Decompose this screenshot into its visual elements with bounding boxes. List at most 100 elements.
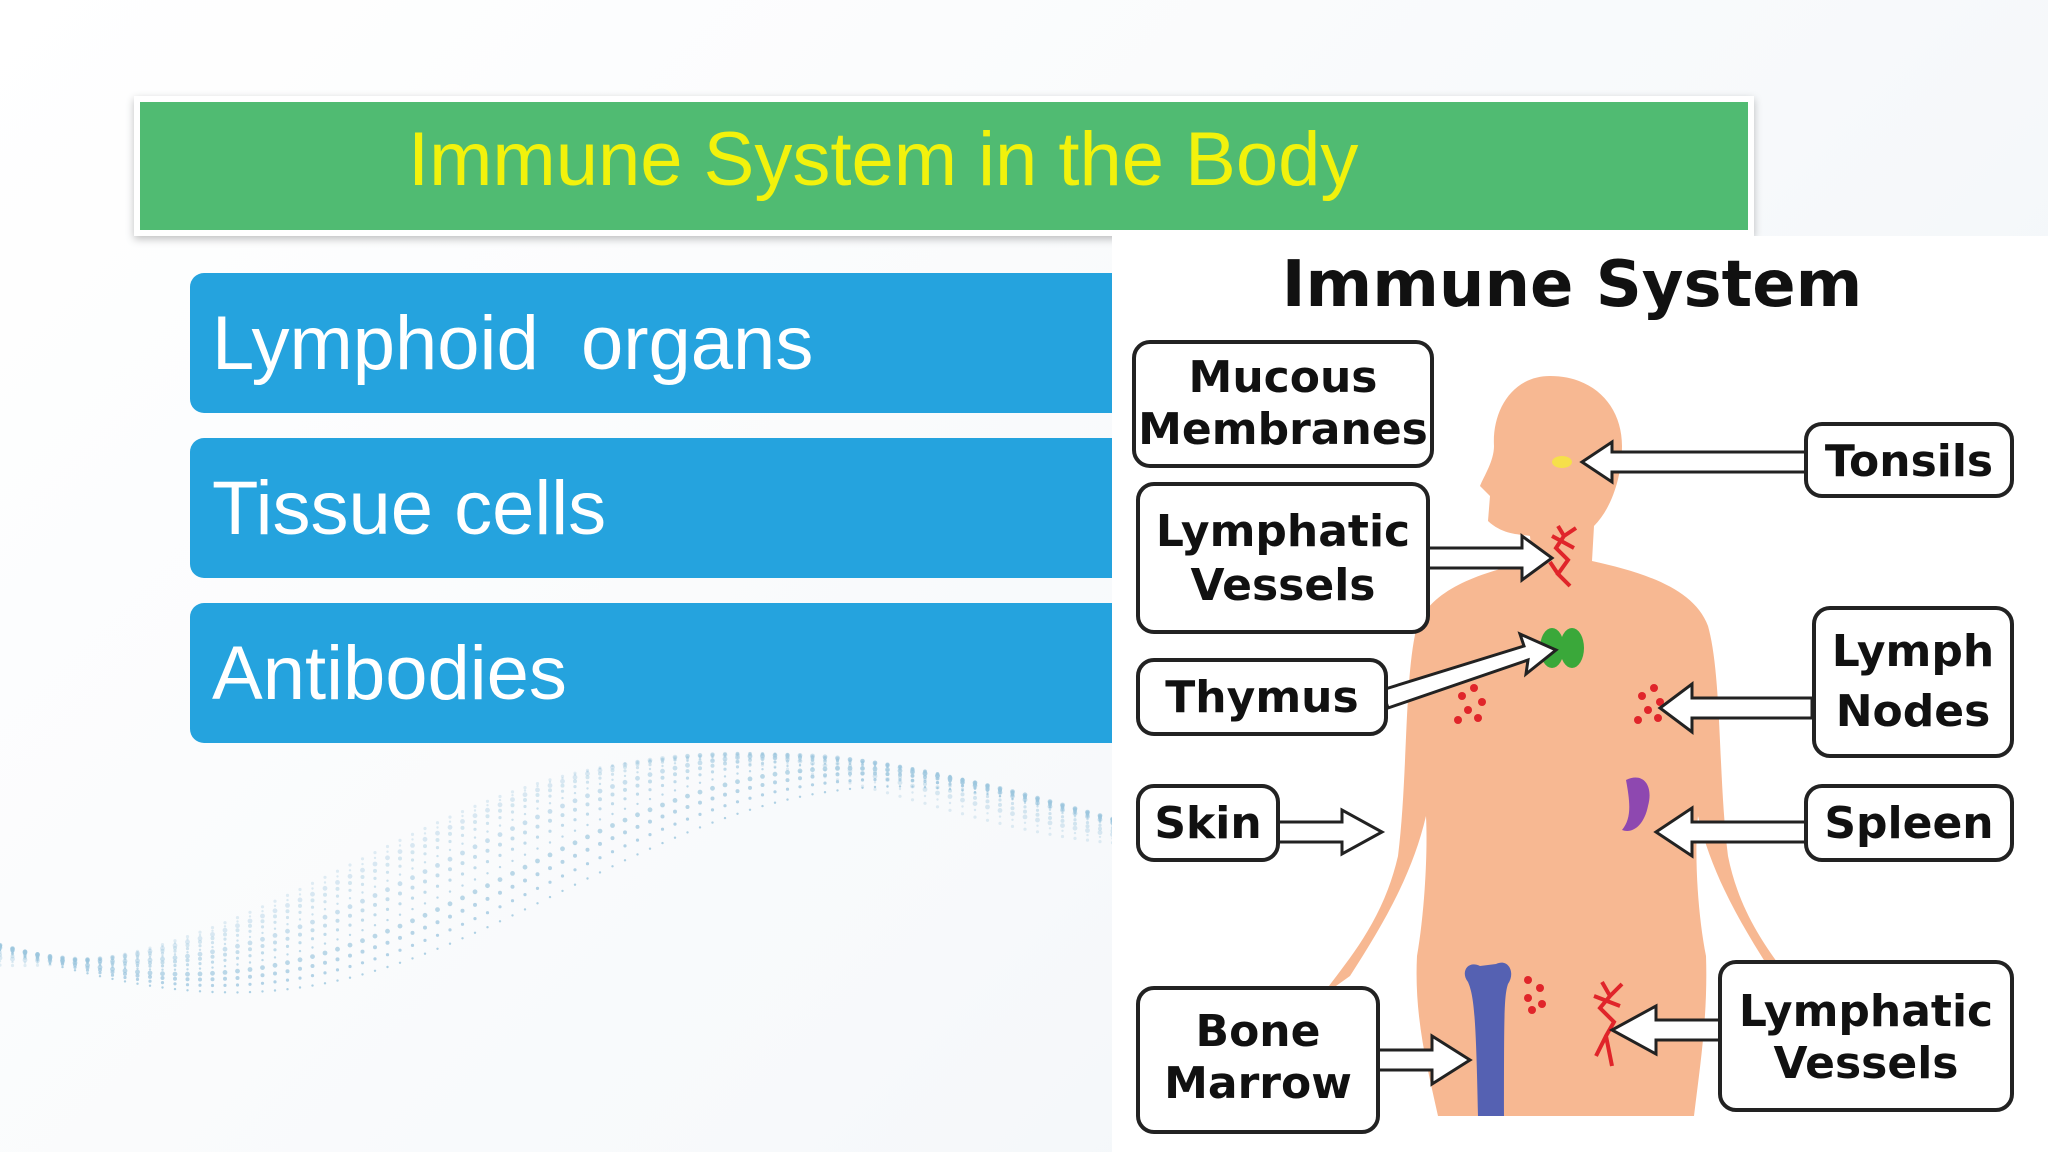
- background-dot: [860, 766, 865, 771]
- background-dot: [398, 856, 402, 861]
- background-dot: [860, 770, 865, 776]
- background-dot: [235, 933, 240, 937]
- background-dot: [773, 801, 777, 804]
- background-dot: [698, 826, 702, 829]
- background-dot: [448, 839, 452, 844]
- background-dot: [298, 932, 302, 937]
- background-dot: [773, 752, 777, 756]
- background-dot: [836, 789, 839, 792]
- background-dot: [373, 924, 377, 927]
- background-dot: [373, 885, 377, 888]
- background-dot: [22, 950, 28, 955]
- background-dot: [198, 977, 202, 982]
- background-dot: [748, 758, 752, 762]
- background-dot: [285, 903, 290, 908]
- background-dot: [297, 924, 303, 930]
- background-dot: [785, 757, 790, 762]
- background-dot: [861, 786, 864, 789]
- background-dot: [397, 881, 403, 887]
- background-dot: [136, 982, 139, 985]
- background-dot: [910, 774, 915, 778]
- background-dot: [872, 773, 878, 779]
- background-dot: [772, 755, 778, 761]
- background-dot: [735, 751, 740, 756]
- background-dot: [598, 771, 602, 776]
- background-dot: [298, 903, 302, 908]
- background-dot: [411, 957, 414, 960]
- background-dot: [835, 758, 840, 763]
- background-dot: [723, 792, 727, 797]
- background-dot: [498, 798, 502, 802]
- background-dot: [448, 848, 452, 852]
- background-dot: [898, 778, 902, 782]
- background-dot: [473, 836, 477, 839]
- background-dot: [535, 872, 540, 877]
- background-dot: [648, 758, 652, 762]
- background-dot: [598, 807, 602, 811]
- figure-title: Immune System: [1282, 248, 1863, 322]
- background-dot: [197, 951, 203, 957]
- background-dot: [310, 891, 315, 897]
- background-dot: [635, 775, 640, 781]
- background-dot: [385, 907, 390, 911]
- background-dot: [10, 947, 15, 953]
- background-dot: [723, 761, 727, 766]
- background-dot: [948, 788, 952, 793]
- background-dot: [798, 755, 802, 760]
- label-lymphatic-lower-line2: Vessels: [1774, 1038, 1959, 1089]
- background-dot: [523, 878, 527, 883]
- background-dot: [860, 763, 865, 767]
- background-dot: [197, 936, 203, 941]
- background-dot: [236, 920, 239, 923]
- background-dot: [798, 776, 802, 781]
- background-dot: [10, 963, 15, 968]
- dotted-wave-decoration: [0, 751, 1115, 994]
- background-dot: [236, 991, 239, 994]
- background-dot: [972, 801, 978, 806]
- background-dot: [348, 863, 352, 867]
- background-dot: [1073, 818, 1077, 822]
- background-dot: [272, 962, 278, 968]
- background-dot: [1035, 812, 1040, 817]
- background-dot: [222, 927, 228, 933]
- background-dot: [523, 786, 527, 790]
- background-dot: [260, 925, 265, 929]
- background-dot: [348, 923, 352, 927]
- background-dot: [298, 949, 302, 953]
- background-dot: [98, 957, 102, 961]
- background-dot: [685, 769, 690, 774]
- background-dot: [248, 974, 252, 979]
- label-spleen: Spleen: [1804, 784, 2014, 862]
- background-dot: [185, 943, 190, 948]
- label-mucous-line1: Mucous: [1189, 352, 1378, 403]
- arrow-thymus: [1380, 631, 1559, 710]
- background-dot: [698, 800, 702, 805]
- background-dot: [572, 840, 578, 846]
- background-dot: [135, 973, 140, 978]
- background-dot: [448, 942, 452, 945]
- background-dot: [585, 834, 590, 840]
- background-dot: [323, 942, 327, 945]
- background-dot: [173, 946, 177, 951]
- label-thymus-text: Thymus: [1165, 672, 1358, 723]
- background-dot: [1022, 814, 1028, 820]
- background-dot: [398, 902, 402, 906]
- background-dot: [910, 783, 915, 789]
- background-dot: [386, 850, 389, 853]
- background-dot: [498, 865, 502, 869]
- background-dot: [198, 930, 202, 934]
- background-dot: [698, 758, 702, 762]
- background-dot: [286, 988, 289, 991]
- background-dot: [110, 954, 115, 960]
- background-dot: [23, 961, 27, 964]
- background-dot: [648, 763, 652, 767]
- background-dot: [848, 774, 852, 778]
- background-dot: [548, 829, 552, 833]
- background-dot: [736, 812, 739, 815]
- background-dot: [435, 933, 440, 937]
- background-dot: [323, 960, 327, 965]
- background-dot: [548, 818, 552, 823]
- background-dot: [722, 782, 728, 788]
- background-dot: [473, 917, 477, 921]
- background-dot: [273, 904, 277, 907]
